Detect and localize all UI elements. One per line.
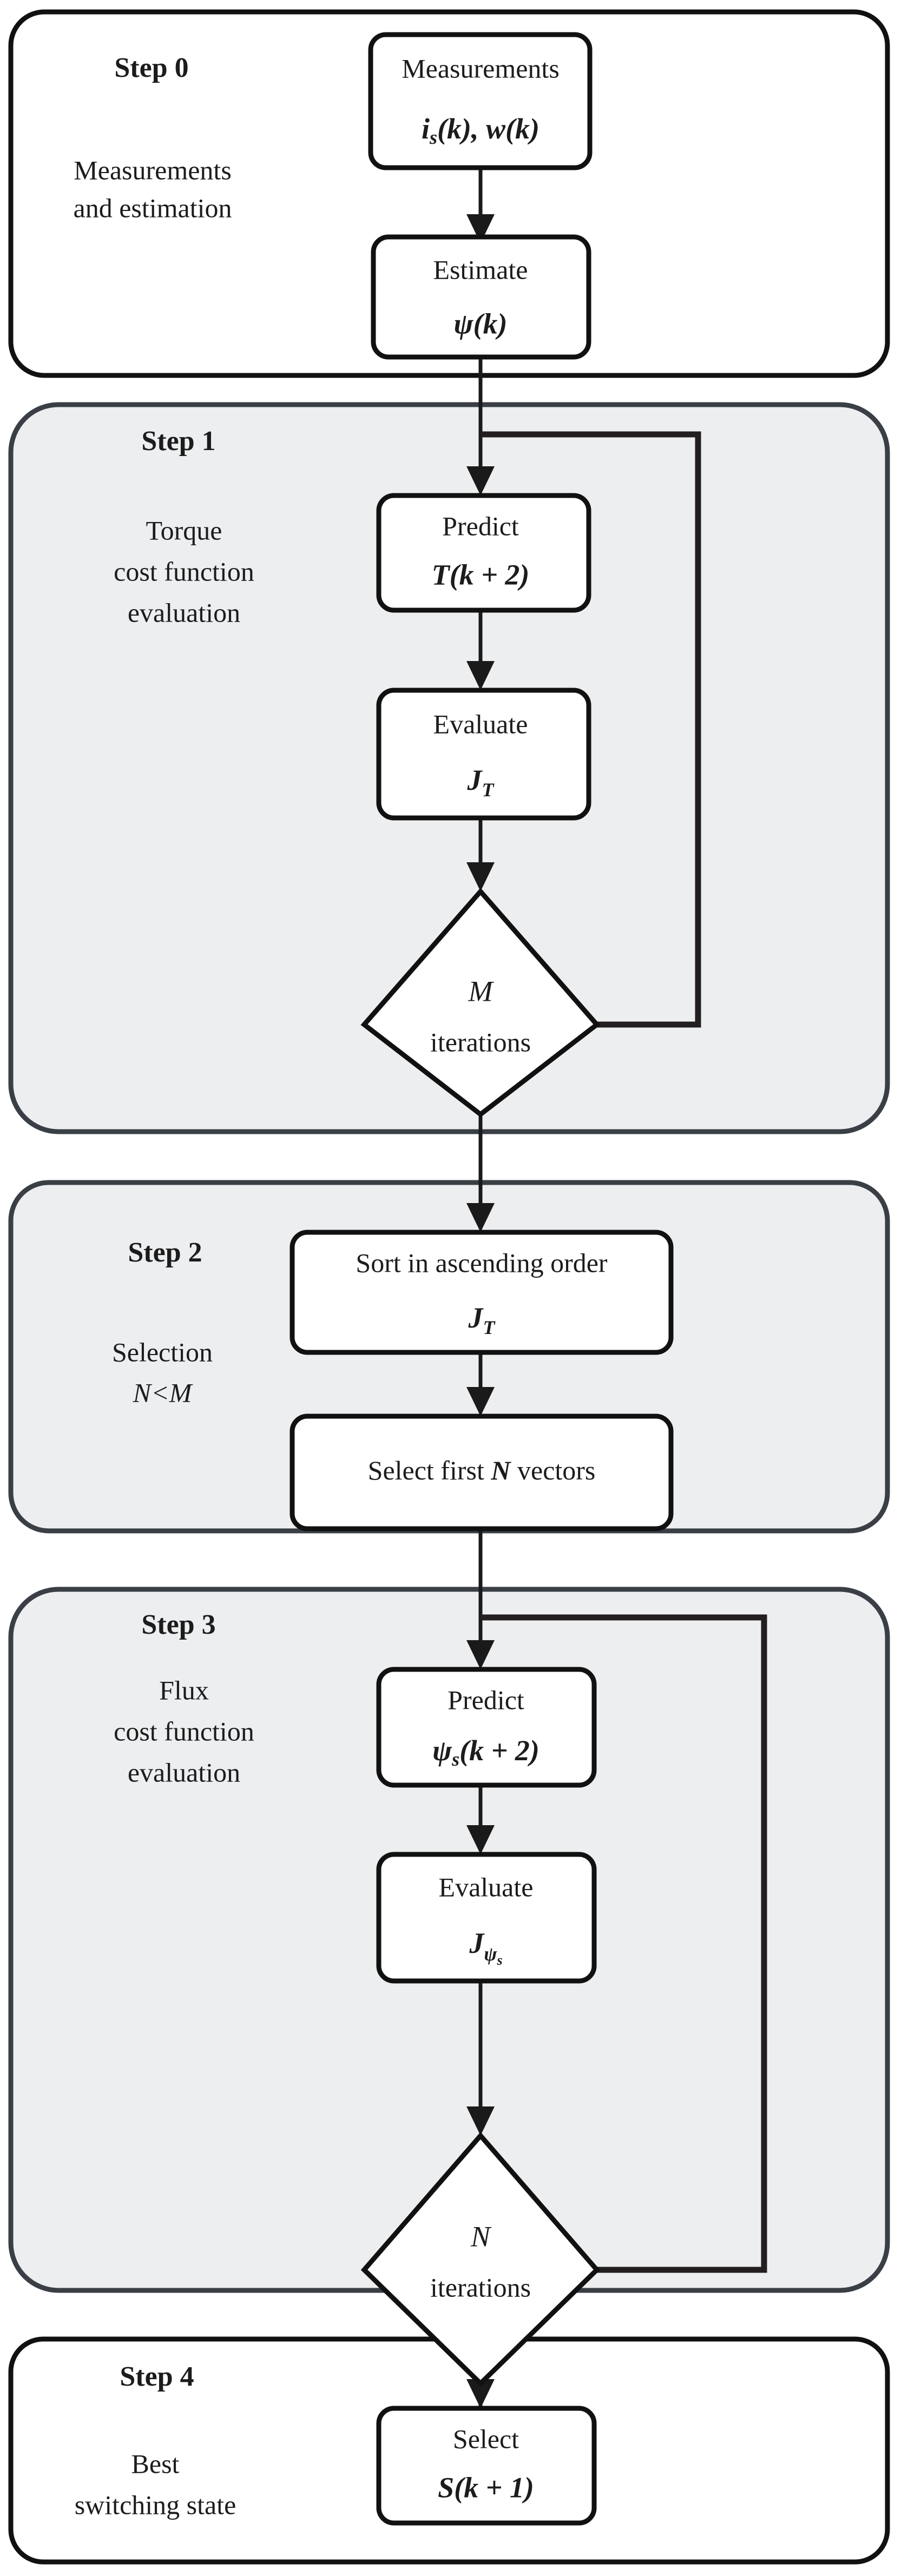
step-0-desc-line-2: and estimation (74, 193, 232, 223)
node-evaluate-jt-sub: T (482, 779, 495, 801)
node-select-first-n[interactable] (289, 1414, 674, 1531)
node-predict-torque-math: T(k + 2) (432, 558, 530, 591)
node-evaluate-jt-j: J (467, 764, 483, 796)
node-select-state-label: Select (453, 2423, 519, 2454)
step-0-title: Step 0 (114, 52, 188, 83)
node-sort-ascending[interactable] (289, 1230, 674, 1355)
arrowhead-sort-to-select-n (466, 1387, 495, 1416)
arrowhead-estimate-to-predict-torque (466, 466, 495, 496)
node-select-first-n-label: Select first N vectors (368, 1455, 596, 1485)
node-select-first-text: Select first (368, 1455, 491, 1485)
node-estimate-label: Estimate (433, 254, 528, 285)
step-2-title: Step 2 (128, 1237, 202, 1268)
node-m-iterations[interactable] (360, 888, 601, 1118)
step-4-desc-line-2: switching state (75, 2489, 236, 2520)
node-evaluate-jt[interactable] (376, 688, 591, 821)
step-4-desc-line-1: Best (131, 2448, 180, 2479)
node-evaluate-jt-label: Evaluate (433, 709, 528, 739)
node-sort-label: Sort in ascending order (356, 1247, 608, 1278)
node-select-switching-state[interactable] (376, 2406, 597, 2526)
node-m-iterations-symbol: M (468, 975, 495, 1007)
node-n-iterations-label: iterations (430, 2272, 531, 2302)
node-sort-sub: T (483, 1317, 496, 1338)
node-evaluate-jpsi-j: J (469, 1927, 485, 1959)
node-predict-flux[interactable] (376, 1667, 597, 1788)
node-predict-flux-sub: s (451, 1748, 459, 1770)
node-measurements-math-rest: (k), w(k) (437, 113, 539, 145)
node-sort-j: J (468, 1302, 484, 1334)
loop-step-3-feedback (481, 1614, 767, 2273)
node-evaluate-jpsi[interactable] (376, 1852, 597, 1984)
step-3-desc-line-3: evaluation (128, 1757, 240, 1787)
node-measurements[interactable] (368, 32, 593, 170)
node-measurements-math-sub: s (429, 127, 437, 148)
arrowhead-select-n-to-predict-flux (466, 1640, 495, 1669)
node-evaluate-jpsi-math: Jψs (469, 1927, 502, 1968)
node-predict-flux-rest: (k + 2) (459, 1734, 539, 1767)
step-0-panel (8, 9, 890, 378)
step-3-desc-line-1: Flux (159, 1675, 209, 1705)
node-predict-torque[interactable] (376, 493, 591, 613)
arrowhead-n-diamond-to-select-state (466, 2379, 495, 2408)
node-evaluate-jt-math: JT (467, 764, 495, 801)
step-3-title: Step 3 (141, 1609, 215, 1640)
node-predict-flux-math: ψs(k + 2) (432, 1734, 539, 1770)
step-3-desc-line-2: cost function (114, 1716, 254, 1746)
node-evaluate-jpsi-label: Evaluate (439, 1872, 534, 1902)
node-evaluate-jpsi-subsub: s (496, 1952, 502, 1968)
step-1-desc-line-2: cost function (114, 556, 254, 586)
node-estimate-math: ψ(k) (453, 307, 507, 340)
node-n-iterations-symbol: N (470, 2220, 492, 2253)
node-select-vectors-text: vectors (510, 1455, 595, 1485)
node-select-state-math: S(k + 1) (438, 2471, 534, 2504)
arrowhead-predict-flux-to-evaluate-flux (466, 1825, 495, 1854)
node-predict-flux-label: Predict (448, 1685, 524, 1715)
step-0-desc-line-1: Measurements (74, 155, 232, 185)
step-1-desc-line-1: Torque (146, 515, 222, 545)
arrowhead-evaluate-flux-to-n-diamond (466, 2106, 495, 2136)
arrowhead-evaluate-to-m-diamond (466, 862, 495, 891)
step-1-desc-line-3: evaluation (128, 597, 240, 628)
arrowhead-m-diamond-to-sort (466, 1203, 495, 1232)
node-predict-flux-psi: ψ (432, 1734, 452, 1767)
node-sort-math: JT (468, 1302, 496, 1338)
node-evaluate-jpsi-sub: ψ (484, 1943, 497, 1965)
step-1-title: Step 1 (141, 426, 215, 457)
node-m-iterations-label: iterations (430, 1027, 531, 1057)
node-predict-torque-label: Predict (442, 511, 519, 541)
node-n-iterations[interactable] (360, 2132, 601, 2387)
step-2-desc-line-2: N<M (133, 1377, 193, 1408)
arrowhead-measurements-to-estimate (466, 214, 495, 243)
node-estimate[interactable] (371, 234, 591, 360)
step-2-desc-line-1: Selection (112, 1337, 213, 1367)
node-measurements-math: is(k), w(k) (422, 113, 539, 148)
step-4-title: Step 4 (120, 2361, 194, 2392)
node-measurements-label: Measurements (402, 53, 560, 83)
node-select-n-symbol: N (490, 1455, 511, 1485)
loop-step-1-feedback (481, 431, 701, 1028)
node-measurements-math-i: i (422, 113, 430, 145)
arrowhead-predict-torque-to-evaluate (466, 661, 495, 690)
